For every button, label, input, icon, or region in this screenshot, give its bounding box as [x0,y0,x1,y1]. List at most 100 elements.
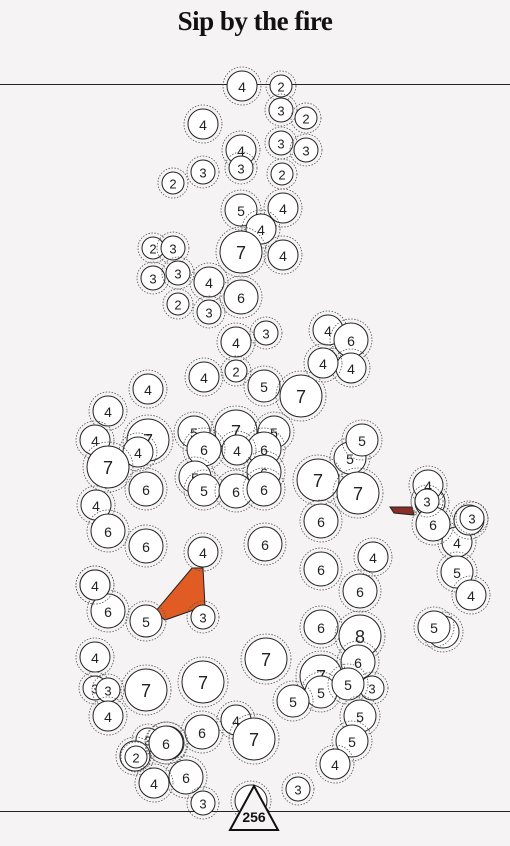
bubble[interactable]: 3 [192,295,226,329]
bubble-circle[interactable] [459,505,485,531]
bubble[interactable]: 4 [75,637,115,677]
bubble[interactable]: 6 [243,522,287,566]
bubble-circle[interactable] [187,108,219,140]
bubble-circle[interactable] [223,279,259,315]
bubble[interactable]: 3 [136,261,170,295]
bubble-circle[interactable] [268,130,294,156]
bubble-circle[interactable] [247,369,281,403]
bubble[interactable]: 4 [76,485,116,525]
bubble-circle[interactable] [226,70,258,102]
bubble-circle[interactable] [161,171,185,195]
bubble[interactable]: 6 [299,547,343,591]
bubble[interactable]: 2 [265,70,297,102]
bubble-circle[interactable] [138,767,170,799]
bubble-circle[interactable] [221,434,253,466]
bubble-circle[interactable] [246,471,282,507]
bubble[interactable]: 5 [331,720,373,762]
bubble[interactable]: 6 [219,275,263,319]
bubble[interactable]: 3 [455,501,489,535]
bubble-circle[interactable] [79,641,111,673]
bubble[interactable]: 4 [189,262,229,302]
bubble-circle[interactable] [224,193,258,227]
bubble[interactable]: 3 [156,231,190,265]
bubble-circle[interactable] [303,503,339,539]
bubble-circle[interactable] [86,445,130,489]
bubble[interactable]: 4 [75,565,115,605]
bubble-circle[interactable] [181,660,225,704]
bubble[interactable]: 3 [224,151,258,185]
bubble-circle[interactable] [190,159,216,185]
bubble-circle[interactable] [342,573,378,609]
bubble[interactable]: 3 [289,133,323,167]
bubble[interactable]: 6 [242,467,286,511]
bubble-circle[interactable] [190,790,216,816]
bubble-circle[interactable] [253,320,279,346]
bubble[interactable]: 2 [162,288,194,320]
bubble-circle[interactable] [166,292,190,316]
bubble[interactable]: 5 [436,551,478,593]
bubble-circle[interactable] [193,266,225,298]
bubble-circle[interactable] [307,347,339,379]
bubble-circle[interactable] [276,684,310,718]
bubble[interactable]: 7 [120,664,172,716]
bubble[interactable]: 4 [315,744,355,784]
bubble[interactable]: 6 [144,721,188,765]
bubble-circle[interactable] [455,579,487,611]
bubble-circle[interactable] [132,373,164,405]
bubble[interactable]: 4 [303,343,343,383]
bubble-circle[interactable] [129,604,163,638]
bubble[interactable]: 6 [180,710,224,754]
bubble-circle[interactable] [124,745,148,769]
bubble-circle[interactable] [247,526,283,562]
bubble-circle[interactable] [296,458,340,502]
bubble[interactable]: 7 [228,713,280,765]
bubble-circle[interactable] [196,299,222,325]
bubble[interactable]: 3 [249,316,283,350]
bubble[interactable]: 3 [264,126,298,160]
bubble-circle[interactable] [79,569,111,601]
bubble[interactable]: 4 [263,235,303,275]
bubble-circle[interactable] [319,748,351,780]
bubble[interactable]: 7 [215,226,267,278]
bubble[interactable]: 4 [134,763,174,803]
bubble[interactable]: 4 [183,104,223,144]
bubble[interactable]: 6 [164,755,208,799]
bubble-circle[interactable] [220,326,252,358]
bubble[interactable]: 5 [220,189,262,231]
bubble[interactable]: 4 [183,532,223,572]
bubble[interactable]: 3 [186,600,220,634]
bubble[interactable]: 5 [243,365,285,407]
bubble[interactable]: 2 [266,158,298,190]
bubble[interactable]: 3 [264,93,298,127]
bubble-circle[interactable] [440,555,474,589]
bubble-circle[interactable] [335,724,369,758]
bubble-circle[interactable] [187,536,219,568]
bubble[interactable]: 3 [281,772,315,806]
bubble-circle[interactable] [128,528,164,564]
bubble[interactable]: 3 [186,155,220,189]
bubble-circle[interactable] [417,610,451,644]
bubble[interactable]: 3 [186,786,220,820]
bubble[interactable]: 6 [299,499,343,543]
bubble[interactable]: 4 [128,369,168,409]
bubble-cluster[interactable]: 4232433432325447423334623434642457444745… [75,66,491,822]
bubble-circle[interactable] [165,260,191,286]
bubble[interactable]: 5 [413,606,455,648]
bubble-circle[interactable] [336,471,380,515]
bubble[interactable]: 6 [411,502,455,546]
bubble[interactable]: 4 [451,575,491,615]
bubble[interactable]: 7 [275,370,327,422]
bubble-circle[interactable] [90,513,126,549]
bubble[interactable]: 5 [183,469,225,511]
bubble[interactable]: 4 [88,696,128,736]
bubble[interactable]: 5 [327,663,369,705]
bubble[interactable]: 3 [355,671,389,705]
bubble[interactable]: 4 [217,430,257,470]
bubble-circle[interactable] [188,361,220,393]
bubble[interactable]: 6 [338,569,382,613]
bubble-circle[interactable] [357,541,389,573]
bubble-circle[interactable] [140,265,166,291]
bubble[interactable]: 4 [88,391,128,431]
bubble[interactable]: 4 [263,188,303,228]
